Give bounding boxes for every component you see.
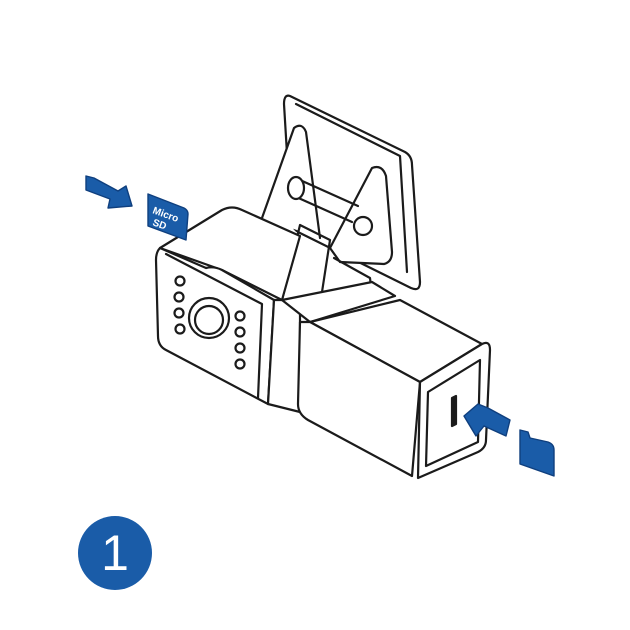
insert-arrow-icon [463,403,511,437]
dashcam-device-icon [154,206,492,480]
sd-card-label-line2: SD [151,217,168,232]
micro-sd-card-icon [519,429,555,477]
step-number-badge: 1 [78,516,152,590]
micro-sd-card-icon: Micro SD [147,193,189,241]
step-number: 1 [101,525,129,581]
insert-arrow-icon [85,175,133,209]
windshield-mount-icon [260,94,422,320]
